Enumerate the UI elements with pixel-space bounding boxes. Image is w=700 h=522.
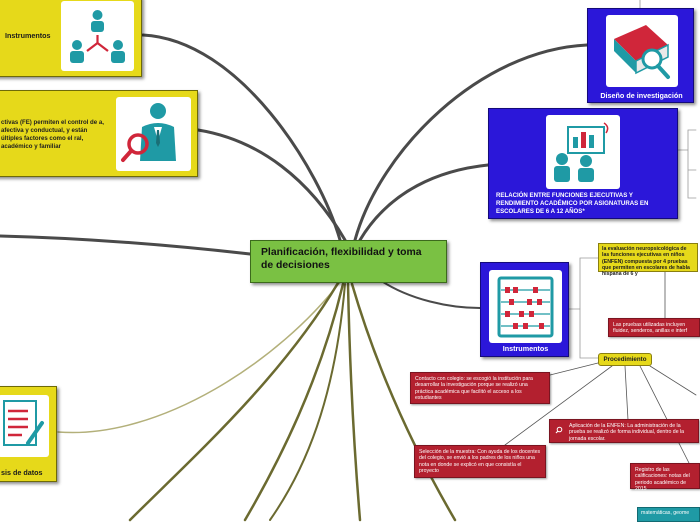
branch-instruments-right xyxy=(379,279,481,309)
note-seleccion[interactable]: Selección de la muestra: Con ayuda de lo… xyxy=(414,445,546,478)
instrumentos-card-left[interactable]: Instrumentos xyxy=(0,0,142,77)
note-materias[interactable]: matemáticas, geome xyxy=(637,507,700,522)
branch-down-3 xyxy=(346,282,362,522)
design-card[interactable]: Diseño de investigación xyxy=(587,8,694,103)
instrumentos-card-left-label: Instrumentos xyxy=(5,31,51,40)
note-registro[interactable]: Registro de las calificaciones: notas de… xyxy=(630,463,700,492)
instruments-card-right-label: Instrumentos xyxy=(502,344,549,353)
relation-card-label: RELACIÓN ENTRE FUNCIONES EJECUTIVAS Y RE… xyxy=(496,192,649,215)
note-aplicacion-text: Aplicación de la ENFEN: La administració… xyxy=(569,423,685,442)
checklist-icon xyxy=(0,395,49,457)
note-pruebas[interactable]: Las pruebas utilizadas incluyen fluidez,… xyxy=(608,318,700,337)
conn-proc-right xyxy=(649,365,697,396)
central-topic[interactable]: Planificación, flexibilidad y toma de de… xyxy=(250,240,447,283)
branch-left-offscreen xyxy=(0,234,252,256)
relation-card[interactable]: RELACIÓN ENTRE FUNCIONES EJECUTIVAS Y RE… xyxy=(488,108,678,219)
conn-proc-seleccion xyxy=(504,365,613,446)
central-topic-title: Planificación, flexibilidad y toma de de… xyxy=(261,247,422,271)
abacus-icon xyxy=(489,270,562,343)
conn-proc-aplicacion xyxy=(624,365,629,421)
branch-definition xyxy=(196,128,347,242)
note-aplicacion[interactable]: Aplicación de la ENFEN: La administració… xyxy=(549,419,699,443)
branch-down-1 xyxy=(128,281,340,522)
branch-down-2 xyxy=(243,282,345,522)
branch-design xyxy=(353,43,589,242)
conn-proc-registro xyxy=(639,365,691,466)
design-card-label: Diseño de investigación xyxy=(600,91,683,100)
branch-down-4 xyxy=(350,282,457,522)
note-contacto[interactable]: Contacto con colegio: se escogió la inst… xyxy=(410,372,550,404)
search-icon xyxy=(555,426,563,434)
definition-card[interactable]: ctivas (FE) permiten el control de a, af… xyxy=(0,90,198,177)
analysis-card[interactable]: sis de datos xyxy=(0,386,57,482)
magnifier-person-icon xyxy=(116,97,191,171)
branch-instrumentos-left xyxy=(141,33,342,242)
conn-instr-proc xyxy=(579,308,599,359)
instruments-card-right[interactable]: Instrumentos xyxy=(480,262,569,357)
analysis-card-label: sis de datos xyxy=(1,468,43,477)
note-procedimiento[interactable]: Procedimiento xyxy=(598,353,652,366)
branch-relation xyxy=(358,163,490,242)
book-magnifier-icon xyxy=(606,15,678,87)
branch-analysis xyxy=(57,281,341,434)
note-enfen[interactable]: la evaluación neuropsicológica de las fu… xyxy=(598,243,698,277)
conn-proc-contacto xyxy=(549,362,599,376)
conn-instr-enfen xyxy=(568,257,599,310)
definition-card-text: ctivas (FE) permiten el control de a, af… xyxy=(1,119,104,150)
presentation-icon xyxy=(546,115,620,189)
conn-relation-right xyxy=(677,129,697,199)
branch-down-5 xyxy=(269,283,346,521)
people-network-icon xyxy=(61,1,134,71)
